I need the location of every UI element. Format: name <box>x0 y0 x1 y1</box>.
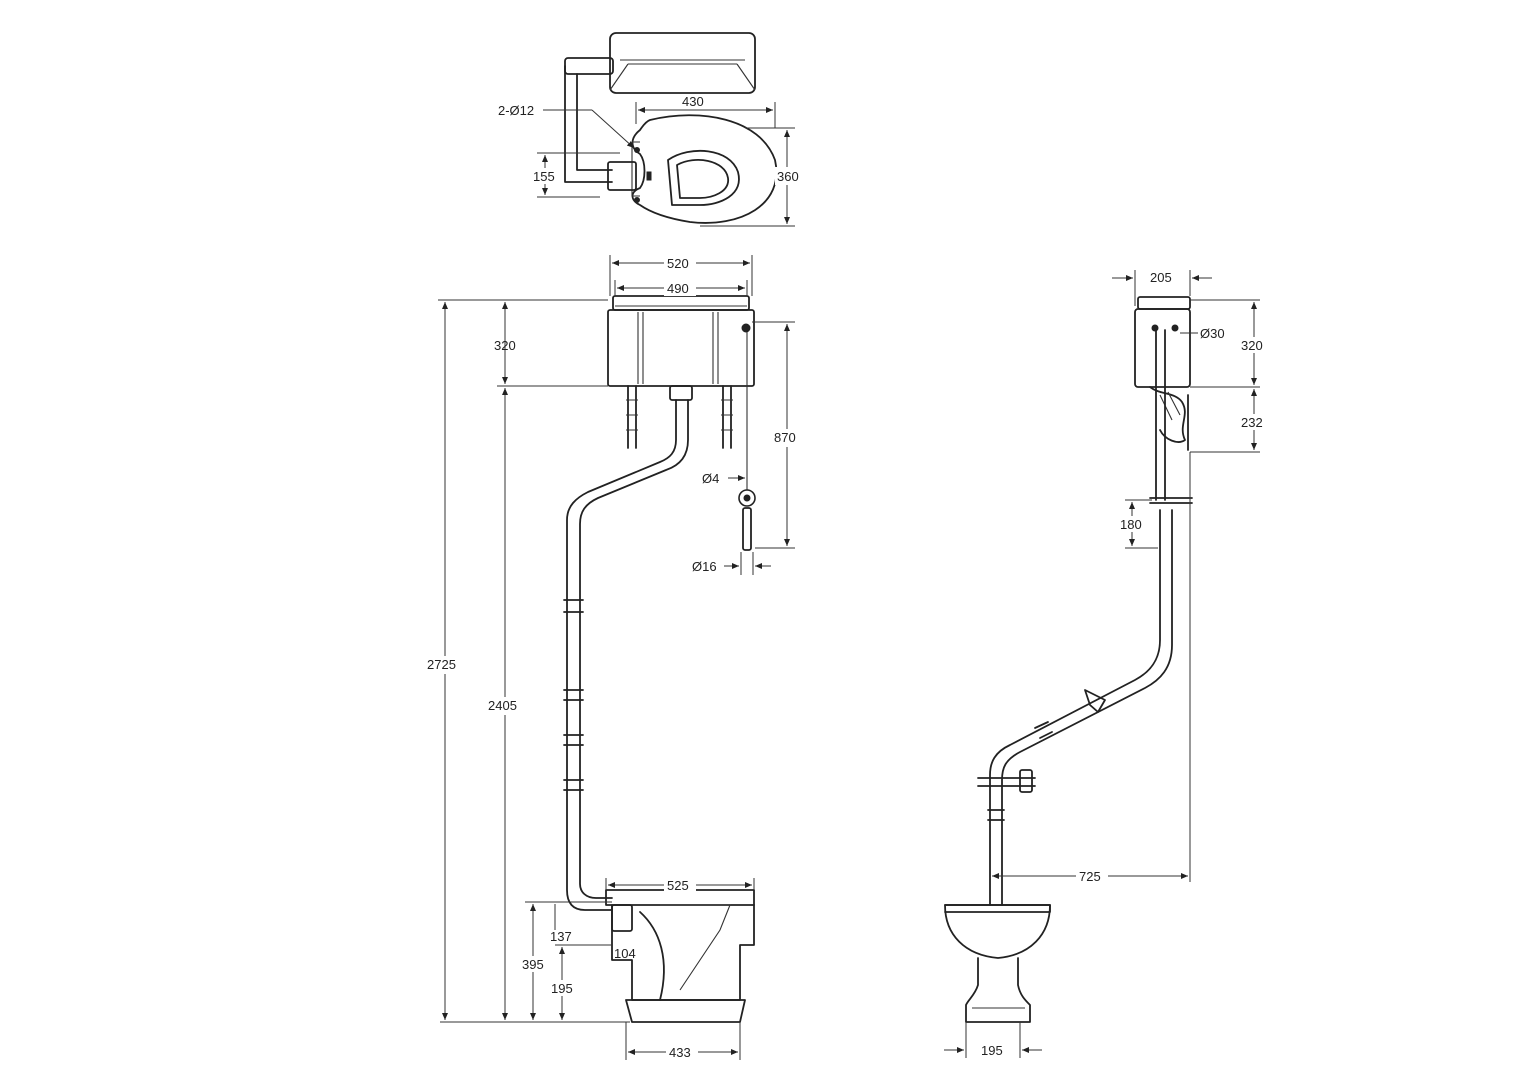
side-view: 205 Ø30 320 232 180 725 1 <box>944 270 1270 1058</box>
dim-155: 155 <box>533 169 555 184</box>
dim-490: 490 <box>667 281 689 296</box>
dim-195-front: 195 <box>551 981 573 996</box>
wall-brackets <box>626 385 733 449</box>
dim-2405: 2405 <box>488 698 517 713</box>
pull-chain <box>738 332 756 551</box>
pan-front <box>605 889 755 1023</box>
dim-180: 180 <box>1120 517 1142 532</box>
dim-205: 205 <box>1150 270 1172 285</box>
wall-bracket-side <box>1149 386 1189 451</box>
dim-o30: Ø30 <box>1200 326 1225 341</box>
cistern-front <box>607 295 755 401</box>
dim-320-front: 320 <box>494 338 516 353</box>
dim-195-side: 195 <box>981 1043 1003 1058</box>
dim-o4: Ø4 <box>702 471 719 486</box>
dim-232: 232 <box>1241 415 1263 430</box>
flush-pipe-front <box>563 399 689 911</box>
side-dimensions: 205 Ø30 320 232 180 725 1 <box>944 270 1270 1058</box>
dim-520: 520 <box>667 256 689 271</box>
flush-pipe-top <box>564 65 613 183</box>
front-dimensions: 520 490 320 2725 2405 870 Ø4 <box>425 255 804 1060</box>
front-view: 520 490 320 2725 2405 870 Ø4 <box>425 255 804 1060</box>
dim-725: 725 <box>1079 869 1101 884</box>
top-view: 2-Ø12 430 360 155 <box>498 32 805 227</box>
top-dimensions: 2-Ø12 430 360 155 <box>498 94 805 227</box>
flush-pipe-side <box>977 329 1193 906</box>
dim-104: 104 <box>614 946 636 961</box>
pan-top <box>607 114 778 224</box>
dim-320-side: 320 <box>1241 338 1263 353</box>
cistern-top <box>564 32 756 94</box>
dim-525: 525 <box>667 878 689 893</box>
dim-433: 433 <box>669 1045 691 1060</box>
dim-2725: 2725 <box>427 657 456 672</box>
dim-430: 430 <box>682 94 704 109</box>
cistern-side <box>1134 296 1191 388</box>
dim-360: 360 <box>777 169 799 184</box>
dim-870: 870 <box>774 430 796 445</box>
dim-137: 137 <box>550 929 572 944</box>
dim-o16: Ø16 <box>692 559 717 574</box>
dim-holes-label: 2-Ø12 <box>498 103 534 118</box>
pan-side <box>944 904 1051 1023</box>
dim-395: 395 <box>522 957 544 972</box>
